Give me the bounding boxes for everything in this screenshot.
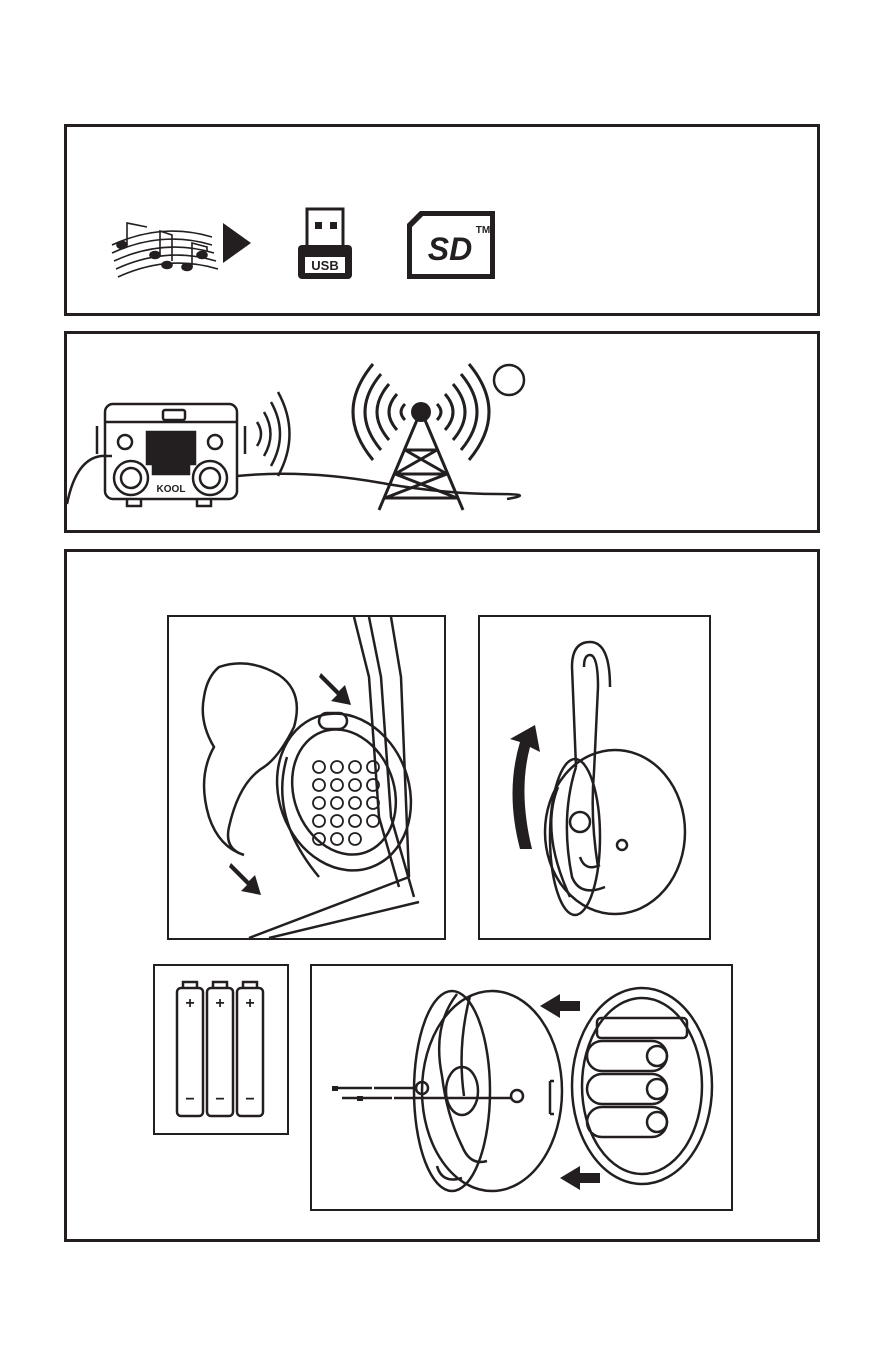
sd-card-icon: SD TM: [407, 211, 495, 279]
batteries-frame: + + + − − −: [153, 964, 289, 1135]
batteries-illustration: + + + − − −: [155, 966, 287, 1133]
battery-plus-label: +: [185, 995, 194, 1012]
usb-label: USB: [311, 258, 338, 273]
battery-plus-label: +: [245, 995, 254, 1012]
media-sources-art: USB SD TM: [67, 127, 817, 313]
battery-minus-label: −: [245, 1091, 254, 1108]
brand-label: KOOL: [157, 484, 186, 495]
push-arrow-icon: [229, 863, 261, 895]
tower-beacon: [411, 402, 431, 422]
sd-logo-text: SD: [428, 231, 472, 267]
radio-panel: KOOL: [64, 331, 820, 533]
music-notes-icon: [112, 223, 218, 277]
radio-art: KOOL: [67, 334, 817, 530]
hook-rotate-frame: [478, 615, 711, 940]
speaker-mount-illustration: [169, 617, 444, 938]
play-arrow-icon: [223, 223, 251, 263]
battery-minus-label: −: [215, 1091, 224, 1108]
insert-arrow-icon: [540, 994, 580, 1018]
radio-waves-icon: [257, 392, 290, 476]
rotate-arrow-icon: [510, 725, 540, 849]
battery-plus-label: +: [215, 995, 224, 1012]
push-arrow-icon: [319, 673, 351, 705]
speaker-mount-frame: [167, 615, 446, 940]
media-sources-panel: USB SD TM: [64, 124, 820, 316]
insert-arrow-icon: [560, 1166, 600, 1190]
usb-drive-icon: USB: [298, 209, 352, 279]
battery-compartment-illustration: [312, 966, 731, 1209]
battery-compartment-frame: [310, 964, 733, 1211]
battery-minus-label: −: [185, 1091, 194, 1108]
trademark-text: TM: [476, 225, 490, 236]
empty-circle-icon: [494, 365, 524, 395]
hook-rotate-illustration: [480, 617, 709, 938]
